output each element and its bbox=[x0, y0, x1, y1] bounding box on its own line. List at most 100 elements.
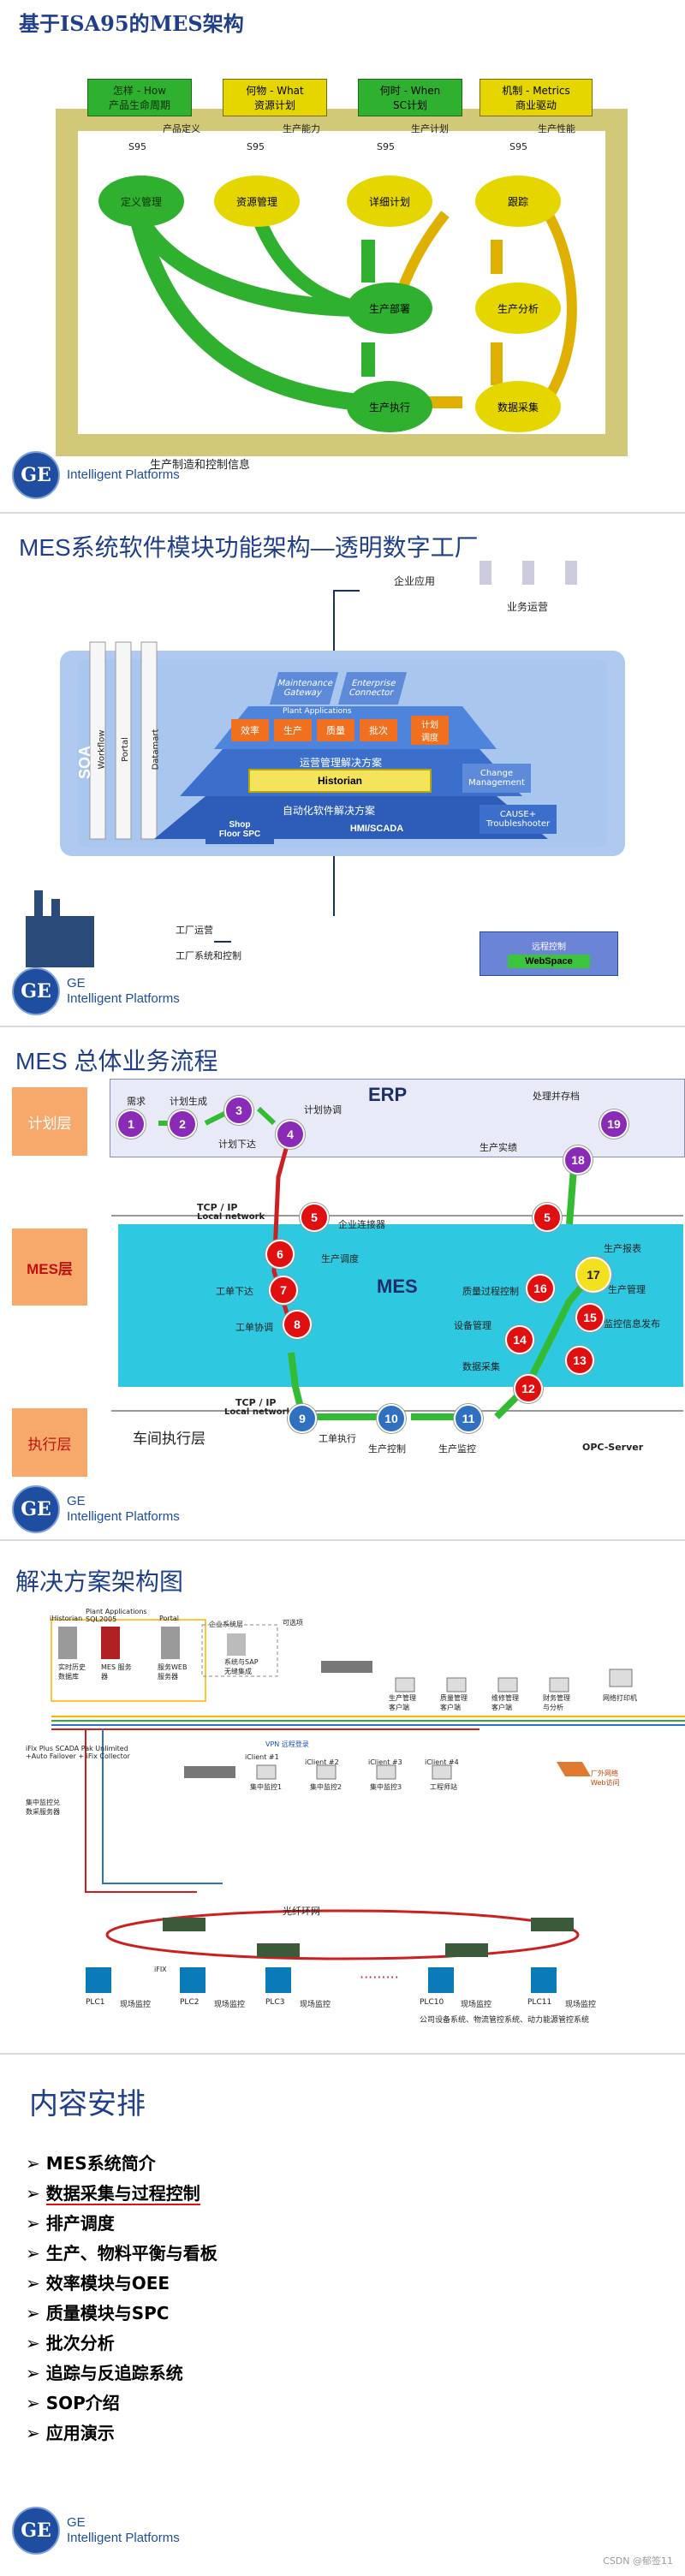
ifix-server-label: iFix Plus SCADA Pak Unlimited +Auto Fail… bbox=[26, 1745, 130, 1760]
agenda-text: 质量模块与SPC bbox=[46, 2303, 170, 2323]
s95-label: S95 bbox=[377, 141, 395, 152]
brand-line2: Intelligent Platforms bbox=[67, 991, 180, 1007]
automation-label: 自动化软件解决方案 bbox=[283, 803, 375, 818]
label-workorder-release: 工单下达 bbox=[216, 1284, 253, 1298]
agenda-item-active: ➢ 数据采集与过程控制 bbox=[26, 2179, 217, 2209]
workshop-label: 车间执行层 bbox=[133, 1426, 206, 1448]
top-right-biz-ops: 业务运营 bbox=[507, 599, 548, 614]
node-production-execution: 生产执行 bbox=[347, 381, 432, 432]
server-note-0: 实时历史 数据库 bbox=[58, 1663, 86, 1681]
agenda-text: MES系统简介 bbox=[46, 2153, 156, 2174]
top-box-line2: SC计划 bbox=[393, 98, 427, 112]
module-quality: 质量 bbox=[317, 719, 354, 741]
pillar-workflow: Workflow bbox=[97, 730, 106, 770]
top-box-line1: 何时 - When bbox=[380, 83, 440, 98]
iclient-4: iClient #4 bbox=[425, 1758, 459, 1766]
plc-2: PLC2 bbox=[180, 1998, 199, 2007]
s95-label: S95 bbox=[509, 141, 527, 152]
agenda-item: ➢ 效率模块与OEE bbox=[26, 2269, 217, 2299]
top-label-schedule: 生产计划 bbox=[411, 122, 449, 135]
label-report: 生产报表 bbox=[604, 1241, 641, 1255]
top-box-when: 何时 - When SC计划 bbox=[358, 79, 462, 116]
slide-isa95: 基于ISA95的MES架构 怎样 - How 产品生命周期 何物 - What … bbox=[0, 0, 685, 514]
label-connector: 企业连接器 bbox=[338, 1217, 385, 1231]
webspace-button: WebSpace bbox=[508, 955, 589, 968]
node-resource-mgmt: 资源管理 bbox=[214, 176, 300, 227]
module-scheduling: 计划 调度 bbox=[411, 716, 449, 745]
top-box-line1: 怎样 - How bbox=[113, 83, 166, 98]
local-network-label-2: Local network bbox=[224, 1407, 292, 1417]
node-label: 数据采集 bbox=[497, 400, 539, 414]
slide-module-arch: MES系统软件模块功能架构—透明数字工厂 企业应用 业务运营 SOA Workf… bbox=[0, 514, 685, 1027]
step-6: 6 bbox=[265, 1240, 295, 1269]
step-15: 15 bbox=[575, 1303, 605, 1332]
agenda-item: ➢ 生产、物料平衡与看板 bbox=[26, 2239, 217, 2269]
plc-note-2: 现场监控 bbox=[214, 1998, 245, 2009]
client-quality: 质量管理 客户端 bbox=[440, 1693, 468, 1712]
agenda-text: 批次分析 bbox=[46, 2333, 115, 2353]
module-production: 生产 bbox=[274, 719, 312, 741]
plc-note-1: 现场监控 bbox=[120, 1998, 151, 2009]
step-17: 17 bbox=[575, 1257, 611, 1293]
factory-sys-label: 工厂系统和控制 bbox=[176, 949, 241, 962]
slide-agenda: 内容安排 ➢ MES系统简介 ➢ 数据采集与过程控制 ➢ 排产调度 ➢ 生产、物… bbox=[0, 2055, 685, 2576]
node-label: 资源管理 bbox=[236, 194, 277, 209]
node-detailed-schedule: 详细计划 bbox=[347, 176, 432, 227]
ge-logo: GE bbox=[12, 451, 60, 499]
step-9: 9 bbox=[288, 1404, 317, 1433]
pillar-datamart: Datamart bbox=[151, 729, 160, 770]
opc-server-label: OPC-Server bbox=[582, 1442, 643, 1453]
brand-line1: GE bbox=[67, 1494, 180, 1509]
step-16: 16 bbox=[526, 1274, 555, 1303]
agenda-text: 应用演示 bbox=[46, 2423, 115, 2443]
soa-label: SOA bbox=[76, 746, 94, 779]
node-label: 生产分析 bbox=[497, 301, 539, 316]
plant-apps-label: Plant Applications bbox=[283, 707, 352, 716]
step-12: 12 bbox=[514, 1374, 543, 1403]
isa95-diagram bbox=[0, 0, 685, 512]
top-box-line2: 商业驱动 bbox=[515, 98, 557, 112]
hmi-scada: HMI/SCADA bbox=[291, 818, 462, 839]
ellipsis: ········· bbox=[360, 1969, 399, 1985]
agenda-item: ➢ 批次分析 bbox=[26, 2329, 217, 2359]
client-finance: 财务管理 与分析 bbox=[543, 1693, 570, 1712]
enterprise-connector: Enterprise Connector bbox=[338, 672, 407, 705]
label-plan-generate: 计划生成 bbox=[170, 1094, 207, 1108]
brand-name-block: GE Intelligent Platforms bbox=[67, 1494, 180, 1525]
label-workorder-coord: 工单协调 bbox=[235, 1320, 273, 1334]
step-1: 1 bbox=[116, 1110, 146, 1139]
agenda-list: ➢ MES系统简介 ➢ 数据采集与过程控制 ➢ 排产调度 ➢ 生产、物料平衡与看… bbox=[26, 2149, 217, 2448]
node-label: 生产执行 bbox=[369, 400, 410, 414]
top-right-enterprise-apps: 企业应用 bbox=[394, 574, 435, 588]
ifix-server-note: 集中监控兑 数采服务器 bbox=[26, 1798, 60, 1817]
server-note-3: 系统与SAP 无缝集成 bbox=[224, 1657, 259, 1676]
change-mgmt-box: Change Management bbox=[462, 764, 531, 793]
remote-web-label: 厂外网络 Web访问 bbox=[591, 1769, 619, 1788]
agenda-item: ➢ 应用演示 bbox=[26, 2418, 217, 2448]
node-label: 生产部署 bbox=[369, 301, 410, 316]
top-label-performance: 生产性能 bbox=[538, 122, 575, 135]
step-10: 10 bbox=[377, 1404, 406, 1433]
label-prod-monitor: 生产监控 bbox=[438, 1442, 476, 1455]
server-note-1: MES 服务 器 bbox=[101, 1663, 132, 1681]
node-label: 详细计划 bbox=[369, 194, 410, 209]
bottom-note: 公司设备系统、物流管控系统、动力能源管控系统 bbox=[420, 2014, 589, 2025]
step-7: 7 bbox=[269, 1276, 298, 1305]
label-demand: 需求 bbox=[127, 1094, 146, 1108]
agenda-text: 生产、物料平衡与看板 bbox=[46, 2243, 217, 2264]
top-box-line2: 资源计划 bbox=[254, 98, 295, 112]
node-tracking: 跟踪 bbox=[475, 176, 561, 227]
label-prod-control: 生产控制 bbox=[368, 1442, 406, 1455]
iclient-2: iClient #2 bbox=[305, 1758, 339, 1766]
historian-box: Historian bbox=[248, 769, 432, 793]
node-production-analysis: 生产分析 bbox=[475, 283, 561, 334]
iclient-note-4: 工程师站 bbox=[430, 1782, 457, 1792]
step-13: 13 bbox=[565, 1346, 594, 1375]
step-5-right: 5 bbox=[533, 1203, 562, 1232]
cause-troubleshooter: CAUSE+ Troubleshooter bbox=[480, 805, 557, 834]
remote-panel: 远程控制 WebSpace bbox=[480, 931, 618, 976]
brand: GE GE Intelligent Platforms bbox=[12, 967, 180, 1015]
iclient-note-2: 集中监控2 bbox=[310, 1782, 342, 1792]
agenda-text: SOP介绍 bbox=[46, 2393, 120, 2413]
module-batch: 批次 bbox=[360, 719, 397, 741]
